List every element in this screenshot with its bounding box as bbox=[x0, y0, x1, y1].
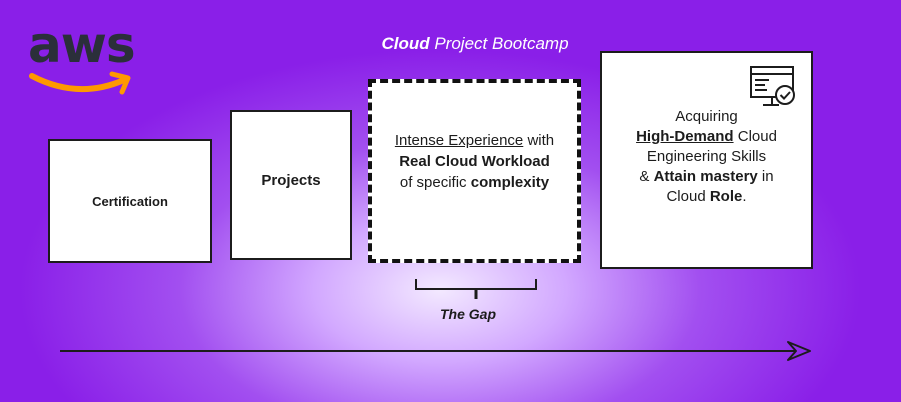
projects-label: Projects bbox=[261, 171, 321, 189]
aws-smile-icon bbox=[29, 71, 131, 95]
intense-experience-text: Intense Experience with Real Cloud Workl… bbox=[395, 130, 554, 193]
gap-line1-rest: with bbox=[523, 131, 555, 149]
diagram-title: Cloud Project Bootcamp bbox=[330, 34, 620, 54]
timeline-arrow-icon bbox=[60, 341, 811, 361]
goal-line2-underlined: High-Demand bbox=[636, 128, 734, 145]
title-rest: Project Bootcamp bbox=[429, 34, 569, 53]
gap-line3-bold: complexity bbox=[470, 173, 550, 191]
certification-label: Certification bbox=[92, 193, 168, 209]
aws-logo-text: aws bbox=[28, 16, 136, 74]
intense-experience-box: Intense Experience with Real Cloud Workl… bbox=[368, 79, 581, 263]
gap-line3-pre: of specific bbox=[399, 173, 471, 191]
goal-line2-rest: Cloud bbox=[733, 128, 777, 145]
gap-line2: Real Cloud Workload bbox=[399, 152, 550, 170]
goal-line4-rest: in bbox=[757, 168, 774, 185]
goal-line4-bold: Attain mastery bbox=[653, 168, 758, 185]
monitor-check-icon bbox=[750, 66, 795, 106]
gap-label: The Gap bbox=[440, 306, 497, 322]
goal-line5-rest: . bbox=[742, 188, 747, 205]
projects-box: Projects bbox=[230, 110, 352, 260]
gap-line1-underlined: Intense Experience bbox=[394, 131, 524, 149]
goal-line5-bold: Role bbox=[709, 188, 743, 205]
aws-logo: aws bbox=[28, 16, 148, 100]
goal-line5-pre: Cloud bbox=[666, 188, 710, 205]
goal-line4-pre: & bbox=[639, 168, 654, 185]
certification-box: Certification bbox=[48, 139, 212, 263]
goal-box: Acquiring High-Demand Cloud Engineering … bbox=[600, 51, 813, 269]
gap-brace bbox=[415, 279, 537, 299]
goal-text: Acquiring High-Demand Cloud Engineering … bbox=[636, 107, 777, 207]
goal-line1: Acquiring bbox=[675, 108, 738, 125]
title-bold: Cloud bbox=[381, 34, 430, 53]
goal-line3: Engineering Skills bbox=[646, 148, 767, 165]
